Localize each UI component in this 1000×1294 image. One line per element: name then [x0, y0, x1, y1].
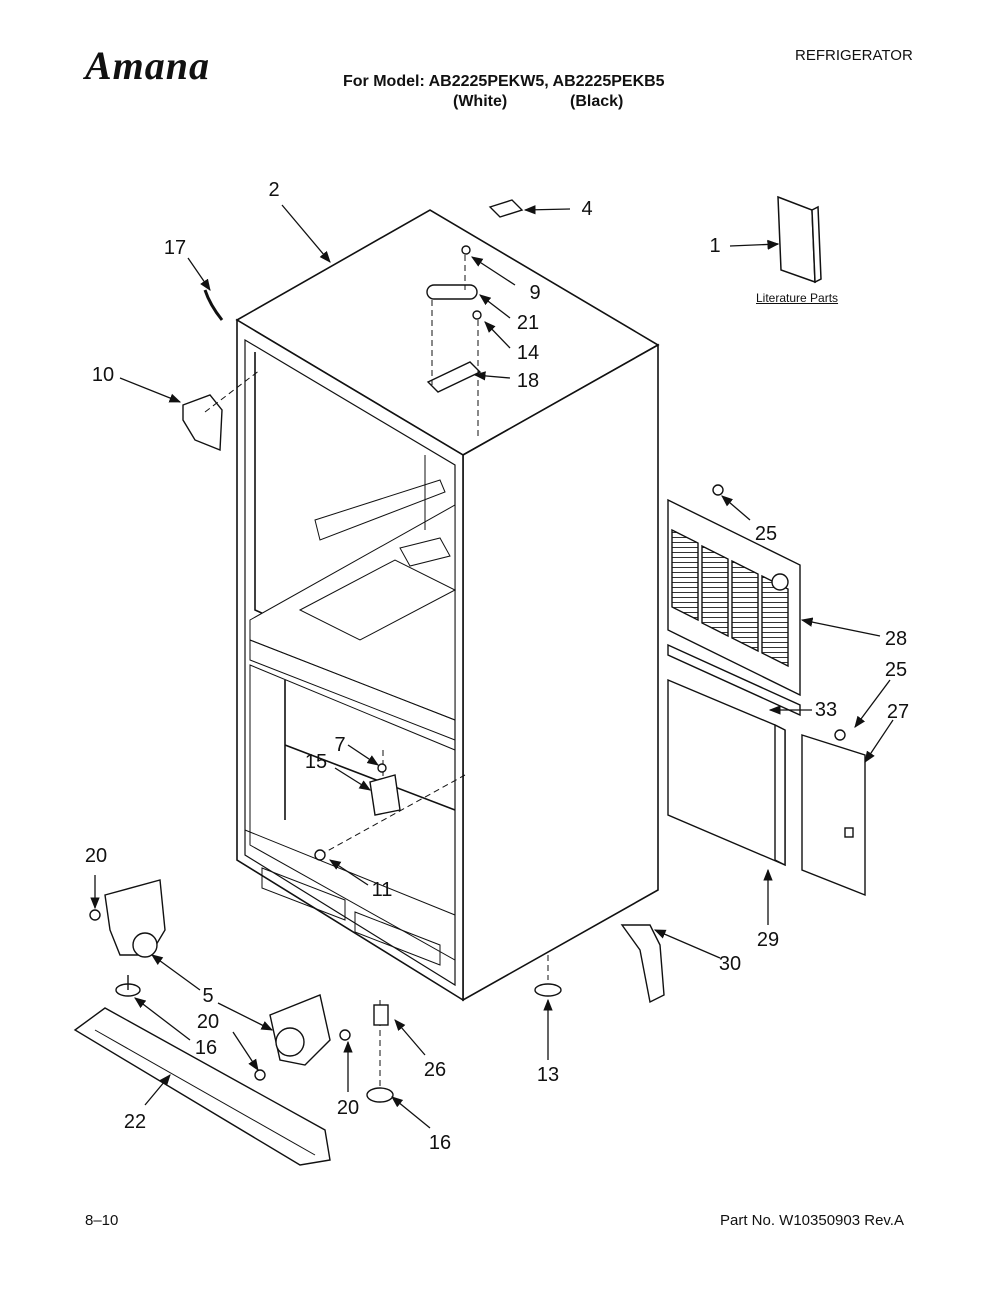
callout-18: 18 — [516, 370, 540, 392]
callout-10: 10 — [91, 364, 115, 386]
callout-2: 2 — [268, 179, 280, 201]
callout-14: 14 — [516, 342, 540, 364]
callout-1: 1 — [709, 235, 721, 257]
callout-5: 5 — [202, 985, 214, 1007]
callout-20-left: 20 — [84, 845, 108, 867]
appliance-category: REFRIGERATOR — [795, 47, 913, 64]
callout-33: 33 — [814, 699, 838, 721]
callout-7: 7 — [334, 734, 346, 756]
callout-9: 9 — [529, 282, 541, 304]
footer-part-number: Part No. W10350903 Rev.A — [720, 1212, 904, 1229]
model-line: For Model: AB2225PEKW5, AB2225PEKB5 — [343, 73, 665, 90]
callout-16-left: 16 — [194, 1037, 218, 1059]
grille-assembly — [667, 498, 866, 897]
callout-13: 13 — [536, 1064, 560, 1086]
callout-25-upper: 25 — [754, 523, 778, 545]
cabinet — [235, 209, 660, 1002]
base-parts — [73, 484, 846, 1166]
callout-20-right: 20 — [336, 1097, 360, 1119]
callout-16-right: 16 — [428, 1132, 452, 1154]
callout-26: 26 — [423, 1059, 447, 1081]
literature-parts-label: Literature Parts — [756, 291, 839, 305]
callout-25-lower: 25 — [884, 659, 908, 681]
callout-27: 27 — [886, 701, 910, 723]
callout-29: 29 — [756, 929, 780, 951]
callout-15: 15 — [304, 751, 328, 773]
callout-arrows — [90, 204, 894, 1129]
callout-28: 28 — [884, 628, 908, 650]
callout-4: 4 — [581, 198, 593, 220]
callout-30: 30 — [718, 953, 742, 975]
small-parts — [182, 199, 524, 452]
callout-21: 21 — [516, 312, 540, 334]
color-white-label: (White) — [453, 93, 508, 110]
footer-date: 8–10 — [85, 1212, 119, 1229]
callout-17: 17 — [163, 237, 187, 259]
callout-22: 22 — [123, 1111, 147, 1133]
brand-logo: Amana — [85, 43, 211, 88]
color-black-label: (Black) — [570, 93, 624, 110]
callout-20-middle: 20 — [196, 1011, 220, 1033]
literature-book — [777, 195, 822, 284]
callout-11: 11 — [371, 879, 393, 901]
